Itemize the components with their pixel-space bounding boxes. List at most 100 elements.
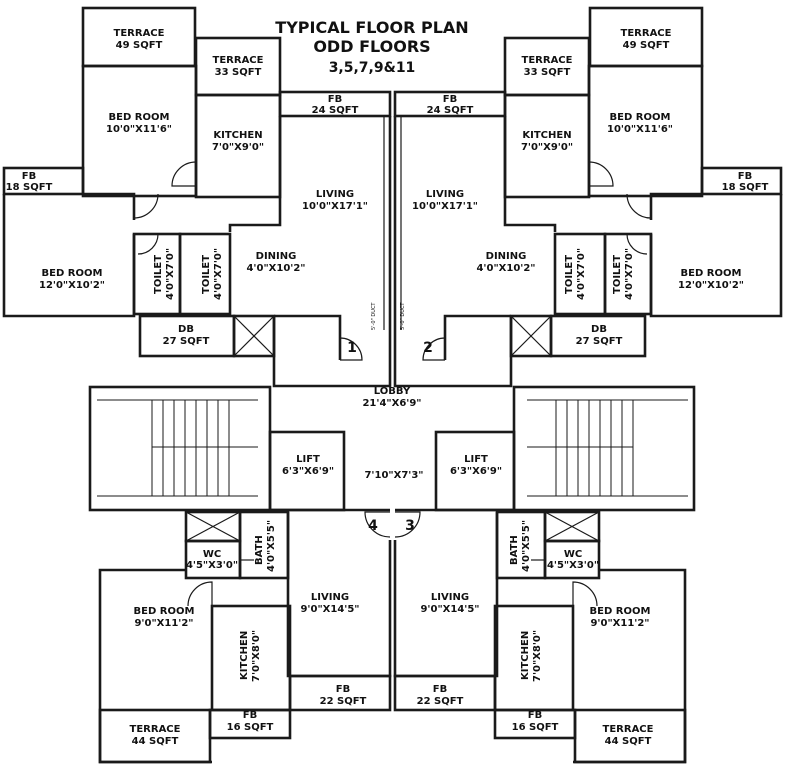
flat-2-dining-name: DINING — [486, 251, 527, 262]
flat-4-walls — [98, 510, 392, 764]
title-line-1: TYPICAL FLOOR PLAN — [275, 18, 468, 37]
lift-left-size: 6'3"X6'9" — [282, 466, 334, 477]
flat-2-toilet-a-size: 4'0"X7'0" — [576, 248, 587, 300]
flat-1-dining-size: 4'0"X10'2" — [246, 263, 305, 274]
flat-1-labels: TERRACE 49 SQFT TERRACE 33 SQFT BED ROOM… — [6, 28, 368, 356]
flat-3-wc-name: WC — [564, 549, 582, 560]
flat-4-bedroom-name: BED ROOM — [134, 606, 195, 617]
flat-1-dining-name: DINING — [256, 251, 297, 262]
flat-2-labels: TERRACE 49 SQFT TERRACE 33 SQFT BED ROOM… — [412, 28, 769, 356]
flat-1-fb-top-name: FB — [328, 94, 342, 105]
flat-1-number: 1 — [347, 340, 357, 356]
flat-2-fb-side-size: 18 SQFT — [722, 182, 769, 193]
flat-3-terrace-name: TERRACE — [603, 724, 654, 735]
flat-1-living-size: 10'0"X17'1" — [302, 201, 368, 212]
core-walls — [88, 385, 696, 538]
flat-1-terrace-big-size: 49 SQFT — [116, 40, 163, 51]
flat-1-terrace-small-name: TERRACE — [213, 55, 264, 66]
flat-1-terrace-big-name: TERRACE — [114, 28, 165, 39]
flat-2-bedroom-side-name: BED ROOM — [681, 268, 742, 279]
lift-right-name: LIFT — [464, 454, 488, 465]
flat-2-fb-top-size: 24 SQFT — [427, 105, 474, 116]
flat-1-bedroom-side-name: BED ROOM — [42, 268, 103, 279]
flat-4-labels: WC 4'5"X3'0" BATH 4'0"X5'5" BED ROOM 9'0… — [130, 518, 379, 747]
flat-3-kitchen-name: KITCHEN — [520, 631, 531, 680]
flat-2-toilet-b-name: TOILET — [612, 255, 623, 294]
flat-2-dining-size: 4'0"X10'2" — [476, 263, 535, 274]
flat-3-bedroom-name: BED ROOM — [590, 606, 651, 617]
flat-4-terrace-name: TERRACE — [130, 724, 181, 735]
flat-1-bedroom-top-name: BED ROOM — [109, 112, 170, 123]
lift-right-size: 6'3"X6'9" — [450, 466, 502, 477]
flat-3-fb-big-name: FB — [433, 684, 447, 695]
flat-1-toilet-a-size: 4'0"X7'0" — [165, 248, 176, 300]
flat-3-fb-small-name: FB — [528, 710, 542, 721]
flat-4-number: 4 — [368, 518, 378, 534]
flat-1-living-name: LIVING — [316, 189, 354, 200]
flat-2-living-name: LIVING — [426, 189, 464, 200]
flat-2-fb-top-name: FB — [443, 94, 457, 105]
flat-1-bedroom-top-size: 10'0"X11'6" — [106, 124, 172, 135]
flat-2-terrace-big-size: 49 SQFT — [623, 40, 670, 51]
flat-2-toilet-b-size: 4'0"X7'0" — [624, 248, 635, 300]
flat-1-db-size: 27 SQFT — [163, 336, 210, 347]
flat-1-fb-side-name: FB — [22, 171, 36, 182]
flat-2-db-name: DB — [591, 324, 607, 335]
flat-1-kitchen-name: KITCHEN — [213, 130, 262, 141]
flat-4-wc-size: 4'5"X3'0" — [186, 560, 238, 571]
lift-left-name: LIFT — [296, 454, 320, 465]
flat-3-bedroom-size: 9'0"X11'2" — [590, 618, 649, 629]
flat-3-living-name: LIVING — [431, 592, 469, 603]
title-line-3: 3,5,7,9&11 — [329, 60, 416, 76]
flat-3-kitchen-size: 7'0"X8'0" — [532, 630, 543, 682]
flat-2-walls — [393, 6, 783, 388]
flat-2-living-size: 10'0"X17'1" — [412, 201, 478, 212]
staircase-left — [97, 399, 258, 497]
flat-1-kitchen-size: 7'0"X9'0" — [212, 142, 264, 153]
flat-1-toilet-a-name: TOILET — [153, 255, 164, 294]
passage-size: 7'10"X7'3" — [364, 470, 423, 481]
flat-1-terrace-small-size: 33 SQFT — [215, 67, 262, 78]
flat-4-bath-name: BATH — [254, 535, 265, 565]
duct-label-right: 5'-0" DUCT — [400, 302, 406, 330]
flat-1-toilet-b-name: TOILET — [201, 255, 212, 294]
flat-3-bath-size: 4'0"X5'5" — [521, 520, 532, 572]
flat-4-wc-name: WC — [203, 549, 221, 560]
staircase-right — [527, 399, 688, 497]
flat-4-fb-small-size: 16 SQFT — [227, 722, 274, 733]
flat-3-bath-name: BATH — [509, 535, 520, 565]
flat-4-living-name: LIVING — [311, 592, 349, 603]
flat-2-terrace-small-size: 33 SQFT — [524, 67, 571, 78]
flat-2-kitchen-name: KITCHEN — [522, 130, 571, 141]
flat-1-toilet-b-size: 4'0"X7'0" — [213, 248, 224, 300]
flat-3-fb-small-size: 16 SQFT — [512, 722, 559, 733]
flat-2-fb-side-name: FB — [738, 171, 752, 182]
flat-2-number: 2 — [423, 340, 433, 356]
flat-4-kitchen-name: KITCHEN — [239, 631, 250, 680]
flat-3-terrace-size: 44 SQFT — [605, 736, 652, 747]
flat-2-bedroom-top-name: BED ROOM — [610, 112, 671, 123]
flat-4-fb-big-name: FB — [336, 684, 350, 695]
flat-4-bedroom-size: 9'0"X11'2" — [134, 618, 193, 629]
flat-1-walls — [2, 6, 392, 388]
flat-2-db-size: 27 SQFT — [576, 336, 623, 347]
flat-3-labels: WC 4'5"X3'0" BATH 4'0"X5'5" BED ROOM 9'0… — [405, 518, 654, 747]
core-labels: LOBBY 21'4"X6'9" LIFT 6'3"X6'9" LIFT 6'3… — [282, 386, 502, 481]
flat-4-fb-small-name: FB — [243, 710, 257, 721]
flat-1-fb-side-size: 18 SQFT — [6, 182, 53, 193]
plan-title: TYPICAL FLOOR PLAN ODD FLOORS 3,5,7,9&11 — [275, 18, 468, 76]
flat-1-db-name: DB — [178, 324, 194, 335]
duct-label-left: 5'-0" DUCT — [371, 302, 377, 330]
flat-2-bedroom-side-size: 12'0"X10'2" — [678, 280, 744, 291]
title-line-2: ODD FLOORS — [313, 37, 430, 56]
flat-1-fb-top-size: 24 SQFT — [312, 105, 359, 116]
flat-2-terrace-small-name: TERRACE — [522, 55, 573, 66]
flat-3-fb-big-size: 22 SQFT — [417, 696, 464, 707]
flat-3-number: 3 — [405, 518, 415, 534]
flat-2-kitchen-size: 7'0"X9'0" — [521, 142, 573, 153]
flat-2-toilet-a-name: TOILET — [564, 255, 575, 294]
flat-4-bath-size: 4'0"X5'5" — [266, 520, 277, 572]
flat-4-terrace-size: 44 SQFT — [132, 736, 179, 747]
lobby-size: 21'4"X6'9" — [362, 398, 421, 409]
